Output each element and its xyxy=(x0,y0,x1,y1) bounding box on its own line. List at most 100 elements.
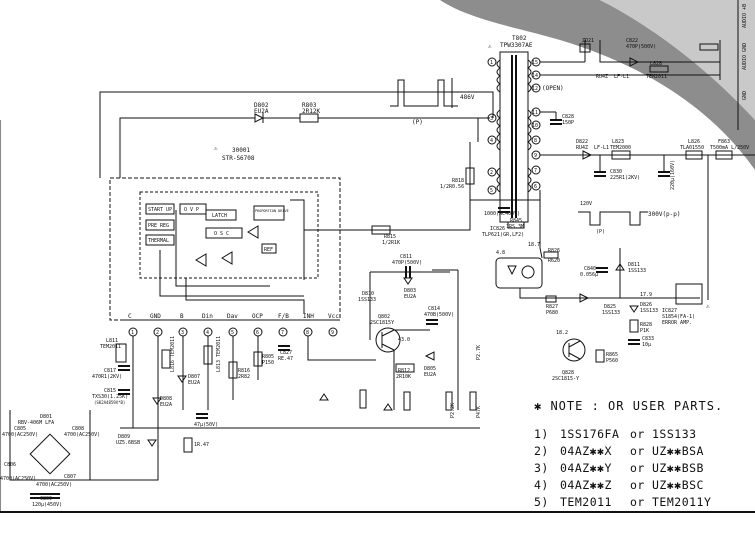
c811-part: 470P(500V) xyxy=(392,260,422,266)
ic-pin-2: 2 xyxy=(156,330,159,336)
ic801-inner xyxy=(139,191,319,279)
note-row-1-or: or xyxy=(630,427,645,441)
scan-shadow-light xyxy=(600,0,755,120)
r810-label: P2.2K xyxy=(450,403,456,418)
d802-ref: D802 xyxy=(254,102,269,109)
l811-part: TEM2011 xyxy=(100,344,121,350)
ic-pin-1: 1 xyxy=(131,330,134,336)
ic801-warning-icon: ⚠ xyxy=(214,145,218,152)
d822-part: RU4Z xyxy=(576,145,588,151)
c815-ref: C815 xyxy=(104,388,116,394)
note-row-5-or: or xyxy=(630,495,645,509)
r827-ref: R827 xyxy=(546,304,558,310)
d802-part: EU2A xyxy=(254,108,269,115)
c814-ref: C814 xyxy=(428,306,440,312)
l811-ref: L811 xyxy=(106,338,118,344)
c833-ref: C833 xyxy=(642,336,654,342)
r845-ref: R845 xyxy=(510,218,522,224)
svg-text:12: 12 xyxy=(532,86,538,92)
svg-text:3: 3 xyxy=(490,116,493,122)
d807-part: EU2A xyxy=(188,380,200,386)
ic-pin-7: 7 xyxy=(281,330,284,336)
ic801-part: STR-S6708 xyxy=(222,155,255,162)
l821-part: LF-L1 xyxy=(614,74,629,80)
pulse-voltage-label: 486V xyxy=(460,94,475,101)
c817-part: 470R1(2KV) xyxy=(92,374,122,380)
d808-part: EU2A xyxy=(160,402,172,408)
f863-part: T500mA L/250V xyxy=(710,145,749,151)
c827b-part: RE.47 xyxy=(278,356,293,362)
ic827-warning-icon: ⚠ xyxy=(706,303,710,310)
d826-part: 1SS133 xyxy=(640,308,658,314)
svg-text:11: 11 xyxy=(532,110,538,116)
c806-part: 4700(AC250V) xyxy=(0,476,36,482)
ic826-part: TLP621(GR,LF2) xyxy=(482,232,524,238)
c811-ref: C811 xyxy=(400,254,412,260)
d803-ref: D803 xyxy=(404,288,416,294)
svg-text:5: 5 xyxy=(490,188,493,194)
ic-pin-label-c: C xyxy=(128,313,132,320)
q828-part: 2SC1815-Y xyxy=(552,376,579,382)
p2p-label: 300V(p-p) xyxy=(648,211,681,218)
svg-text:1: 1 xyxy=(490,60,493,66)
lf-l1-label: LF-L1 xyxy=(594,145,609,151)
d821-part: RU4Z xyxy=(596,74,608,80)
d801-bridge xyxy=(29,433,71,475)
l813-label: L813 TEM2011 xyxy=(216,336,222,372)
ic827-ref: IC827 xyxy=(662,308,677,314)
d803-part: EU2A xyxy=(404,294,416,300)
svg-text:6: 6 xyxy=(534,184,537,190)
note-row-1-b: 1SS133 xyxy=(652,427,697,441)
r812-part: 2R10K xyxy=(396,374,411,380)
r828-part: P1K xyxy=(640,328,649,334)
ic-latch: LATCH xyxy=(212,213,227,219)
v17-label: 17.9 xyxy=(640,292,652,298)
l816-label: L816 TEM2011 xyxy=(170,336,176,372)
svg-text:4: 4 xyxy=(490,138,493,144)
zd21-label: ZD21 xyxy=(582,38,594,44)
note-row-4-or: or xyxy=(630,478,645,492)
ic-pin-label-inh: INH xyxy=(303,313,314,320)
r826-part: R620 xyxy=(548,258,560,264)
d805-ref: D805 xyxy=(424,366,436,372)
d811-part: 1SS133 xyxy=(628,268,646,274)
d801-ref: D801 xyxy=(40,414,52,420)
svg-text:9: 9 xyxy=(534,153,537,159)
c827b-ref: C827 xyxy=(280,350,292,356)
r805-ref: R805 xyxy=(262,354,274,360)
c815-part: TXS30(1.25K) xyxy=(92,394,128,400)
d807-ref: D807 xyxy=(188,374,200,380)
d811-ref: D811 xyxy=(628,262,640,268)
note-row-1-num: 1) xyxy=(534,427,549,441)
svg-text:15: 15 xyxy=(532,60,538,66)
ic-pin-label-dav: Dav xyxy=(227,313,238,320)
ic801-pins xyxy=(120,319,338,337)
pulse-waveform xyxy=(390,78,458,119)
ic-pin-label-din: Din xyxy=(202,313,213,320)
q802-symbol xyxy=(375,327,401,353)
r827-part: P680 xyxy=(546,310,558,316)
c830-part: 225R1(2KV) xyxy=(610,175,640,181)
v128-label: 18.2 xyxy=(556,330,568,336)
c817-ref: C817 xyxy=(104,368,116,374)
q828-ref: Q828 xyxy=(562,370,574,376)
v48-label: 4.8 xyxy=(496,250,505,256)
ic-pin-label-vcc: Vcc xyxy=(328,313,339,320)
d810-part: 1SS133 xyxy=(358,297,376,303)
l826-part: TLA01550 xyxy=(680,145,704,151)
r865-part: P560 xyxy=(606,358,618,364)
note-list: 1) 1SS176FA or 1SS133 2) 04AZ✱✱X or UZ✱✱… xyxy=(534,427,711,509)
c828-part: 150P xyxy=(562,120,574,126)
r815-ref: R815 xyxy=(384,234,396,240)
svg-text:10: 10 xyxy=(532,123,538,129)
note-row-4-b: UZ✱✱BSC xyxy=(652,478,704,492)
d822-ref: D822 xyxy=(576,139,588,145)
note-title: ✱ NOTE : OR USER PARTS. xyxy=(534,399,723,413)
r817-part: 1R.47 xyxy=(194,442,209,448)
pulse-period-label: (P) xyxy=(412,119,423,126)
note-row-5-b: TEM2011Y xyxy=(652,495,711,509)
ic-pin-label-b: B xyxy=(180,313,184,320)
d809-ref: D809 xyxy=(118,434,130,440)
ic-thermal: THERMAL xyxy=(148,238,169,244)
v43-label: 43.0 xyxy=(398,337,410,343)
